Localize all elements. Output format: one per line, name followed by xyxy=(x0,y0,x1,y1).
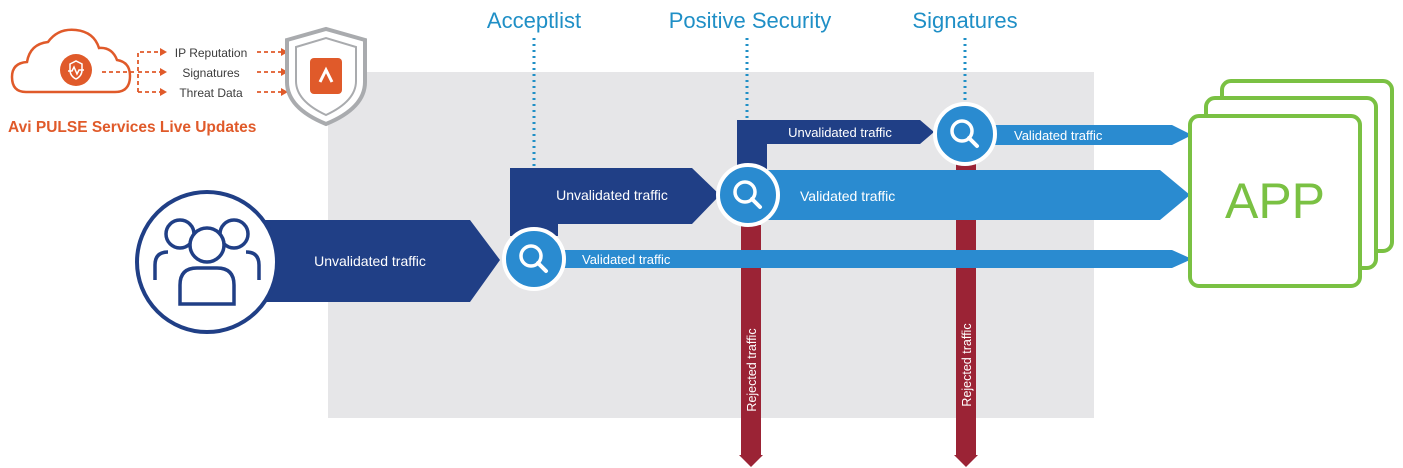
users-icon xyxy=(135,190,279,334)
stage-title-positive-security: Positive Security xyxy=(669,8,832,33)
pulse-connectors xyxy=(102,51,281,93)
cloud-icon xyxy=(10,28,132,94)
search-icon xyxy=(502,227,566,291)
unvalidated-label-acceptlist: Unvalidated traffic xyxy=(556,187,668,203)
unvalidated-label-main: Unvalidated traffic xyxy=(314,253,426,269)
shield-icon xyxy=(285,26,367,127)
unvalidated-arrow-acceptlist: Unvalidated traffic xyxy=(510,168,720,236)
pulse-feed-signatures: Signatures xyxy=(182,66,239,80)
pulse-arrowheads xyxy=(160,48,288,96)
pulse-title: Avi PULSE Services Live Updates xyxy=(8,119,256,136)
validated-label-positive-security: Validated traffic xyxy=(800,188,895,204)
rejected-label-2: Rejected traffic xyxy=(960,323,974,406)
pulse-feed-ip-reputation: IP Reputation xyxy=(175,46,248,60)
stage-title-acceptlist: Acceptlist xyxy=(487,8,581,33)
validated-arrow-acceptlist: Validated traffic xyxy=(545,250,1192,268)
rejected-bar-signatures: Rejected traffic xyxy=(954,150,978,467)
search-icon xyxy=(716,163,780,227)
pulse-feed-threat-data: Threat Data xyxy=(179,86,243,100)
rejected-bar-positive-security: Rejected traffic xyxy=(739,225,763,467)
validated-arrow-signatures: Validated traffic xyxy=(985,125,1192,145)
validated-label-signatures: Validated traffic xyxy=(1014,128,1103,143)
unvalidated-label-positive-security: Unvalidated traffic xyxy=(788,125,892,140)
rejected-label-1: Rejected traffic xyxy=(745,328,759,411)
app-icon: APP xyxy=(1188,79,1394,288)
unvalidated-arrow-main: Unvalidated traffic xyxy=(230,220,500,302)
search-icon xyxy=(933,102,997,166)
validated-label-acceptlist: Validated traffic xyxy=(582,252,671,267)
app-label: APP xyxy=(1225,173,1325,229)
unvalidated-arrow-positive-security: Unvalidated traffic xyxy=(737,120,934,172)
validated-arrow-positive-security: Validated traffic xyxy=(760,170,1190,220)
stage-title-signatures: Signatures xyxy=(912,8,1017,33)
